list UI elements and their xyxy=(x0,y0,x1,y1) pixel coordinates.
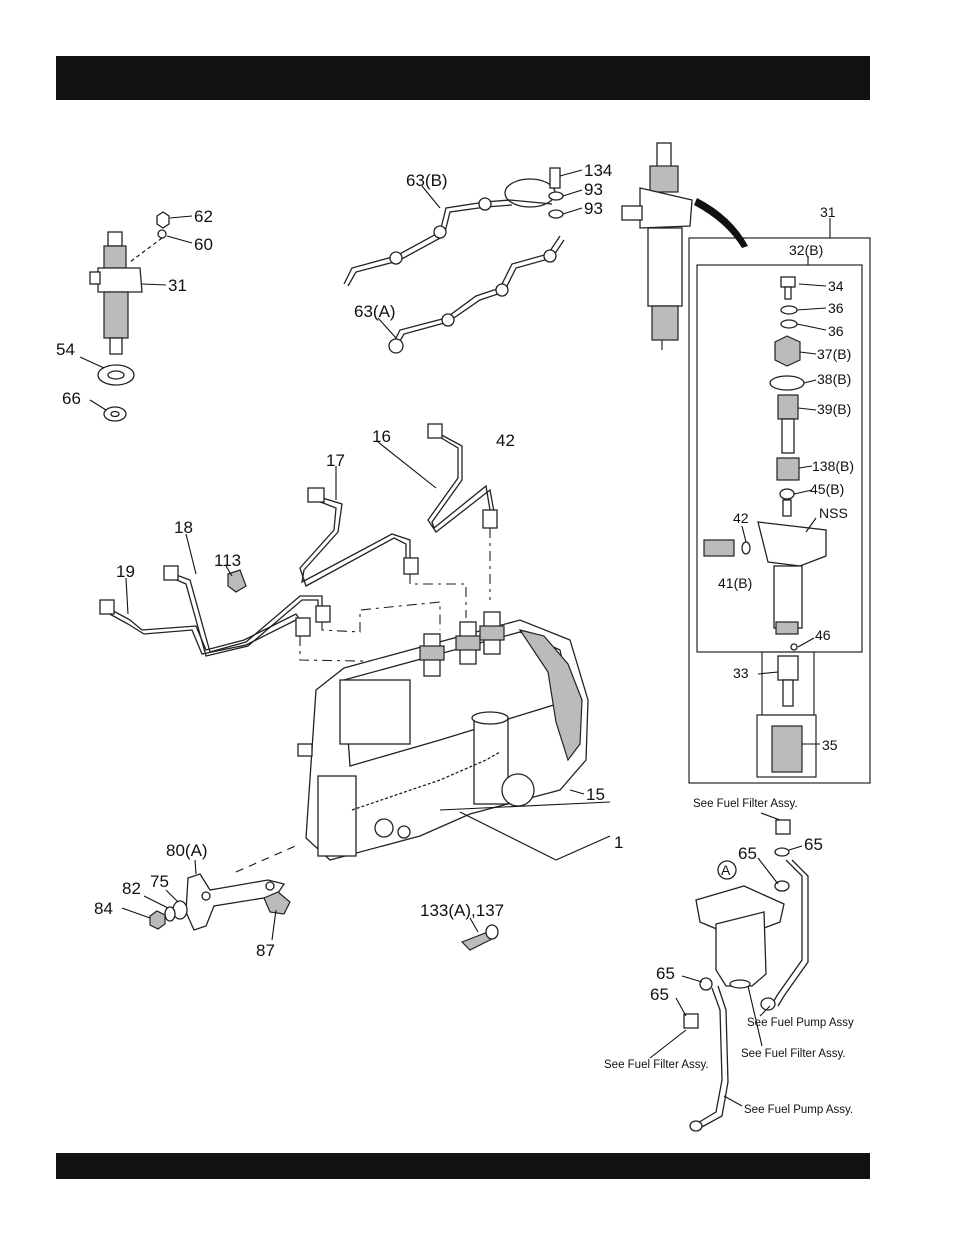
note-see-fuel-filter-left: See Fuel Filter Assy. xyxy=(604,1059,709,1071)
note-see-fuel-pump-bottom: See Fuel Pump Assy. xyxy=(744,1104,853,1116)
injector-body-nss xyxy=(758,522,826,566)
washer-82 xyxy=(165,907,175,921)
label-113: 113 xyxy=(214,551,241,570)
label-138b: 138(B) xyxy=(812,458,854,474)
label-133a-137: 133(A),137 xyxy=(420,901,504,920)
washer-36a xyxy=(781,306,797,314)
bolt-134 xyxy=(550,168,560,188)
footer-bar xyxy=(56,1153,870,1179)
label-41b: 41(B) xyxy=(718,575,752,591)
injection-pipes xyxy=(100,424,497,662)
note-see-fuel-pump-right: See Fuel Pump Assy xyxy=(747,1017,854,1029)
label-38b: 38(B) xyxy=(817,371,851,387)
label-80a: 80(A) xyxy=(166,841,208,860)
label-75: 75 xyxy=(150,872,169,891)
label-1: 1 xyxy=(614,833,623,852)
washer-36b xyxy=(781,320,797,328)
nut-37b xyxy=(775,336,800,366)
label-66: 66 xyxy=(62,389,81,408)
label-17: 17 xyxy=(326,451,345,470)
label-93-bottom: 93 xyxy=(584,199,603,218)
label-63b: 63(B) xyxy=(406,171,448,190)
label-65-filter-top: 65 xyxy=(738,844,757,863)
label-46: 46 xyxy=(815,627,831,643)
label-84: 84 xyxy=(94,899,113,918)
label-31-right: 31 xyxy=(820,204,836,220)
label-18: 18 xyxy=(174,518,193,537)
label-35: 35 xyxy=(822,737,838,753)
detail-arrow xyxy=(694,198,748,248)
label-60: 60 xyxy=(194,235,213,254)
label-39b: 39(B) xyxy=(817,401,851,417)
nut-62 xyxy=(157,212,169,228)
washer-60 xyxy=(158,230,166,238)
retaining-nut-35 xyxy=(772,726,802,772)
label-65-filter-bottom: 65 xyxy=(650,985,669,1004)
label-54: 54 xyxy=(56,340,75,359)
label-37b: 37(B) xyxy=(817,346,851,362)
label-63a: 63(A) xyxy=(354,302,396,321)
label-45b: 45(B) xyxy=(810,481,844,497)
connector-41b xyxy=(704,540,734,556)
label-65-filter-left: 65 xyxy=(656,964,675,983)
label-134: 134 xyxy=(584,161,612,180)
label-33: 33 xyxy=(733,665,749,681)
label-19: 19 xyxy=(116,562,135,581)
label-a-marker: A xyxy=(721,862,731,878)
spring-39b xyxy=(778,395,798,419)
leak-off-pipes xyxy=(344,168,582,353)
note-see-fuel-filter-middle: See Fuel Filter Assy. xyxy=(741,1048,846,1060)
label-87: 87 xyxy=(256,941,275,960)
label-82: 82 xyxy=(122,879,141,898)
injector-assembly-left xyxy=(80,212,192,421)
label-31-left: 31 xyxy=(168,276,187,295)
label-62: 62 xyxy=(194,207,213,226)
label-65-filter-right: 65 xyxy=(804,835,823,854)
label-nss: NSS xyxy=(819,505,848,521)
label-36-top: 36 xyxy=(828,300,844,316)
ring-38b xyxy=(770,376,804,390)
bolt-34 xyxy=(781,277,795,287)
injection-pump xyxy=(298,612,610,860)
label-34: 34 xyxy=(828,278,844,294)
label-32b: 32(B) xyxy=(789,242,823,258)
spring-138b xyxy=(777,458,799,480)
note-see-fuel-filter-top: See Fuel Filter Assy. xyxy=(693,798,798,810)
pin-46 xyxy=(791,644,797,650)
label-42-detail: 42 xyxy=(733,510,749,526)
label-42: 42 xyxy=(496,431,515,450)
label-16: 16 xyxy=(372,427,391,446)
label-93-top: 93 xyxy=(584,180,603,199)
label-15: 15 xyxy=(586,785,605,804)
injector-assembly-upper xyxy=(622,143,748,350)
nozzle-33 xyxy=(778,656,798,680)
nut-84 xyxy=(150,911,165,929)
label-36-bottom: 36 xyxy=(828,323,844,339)
